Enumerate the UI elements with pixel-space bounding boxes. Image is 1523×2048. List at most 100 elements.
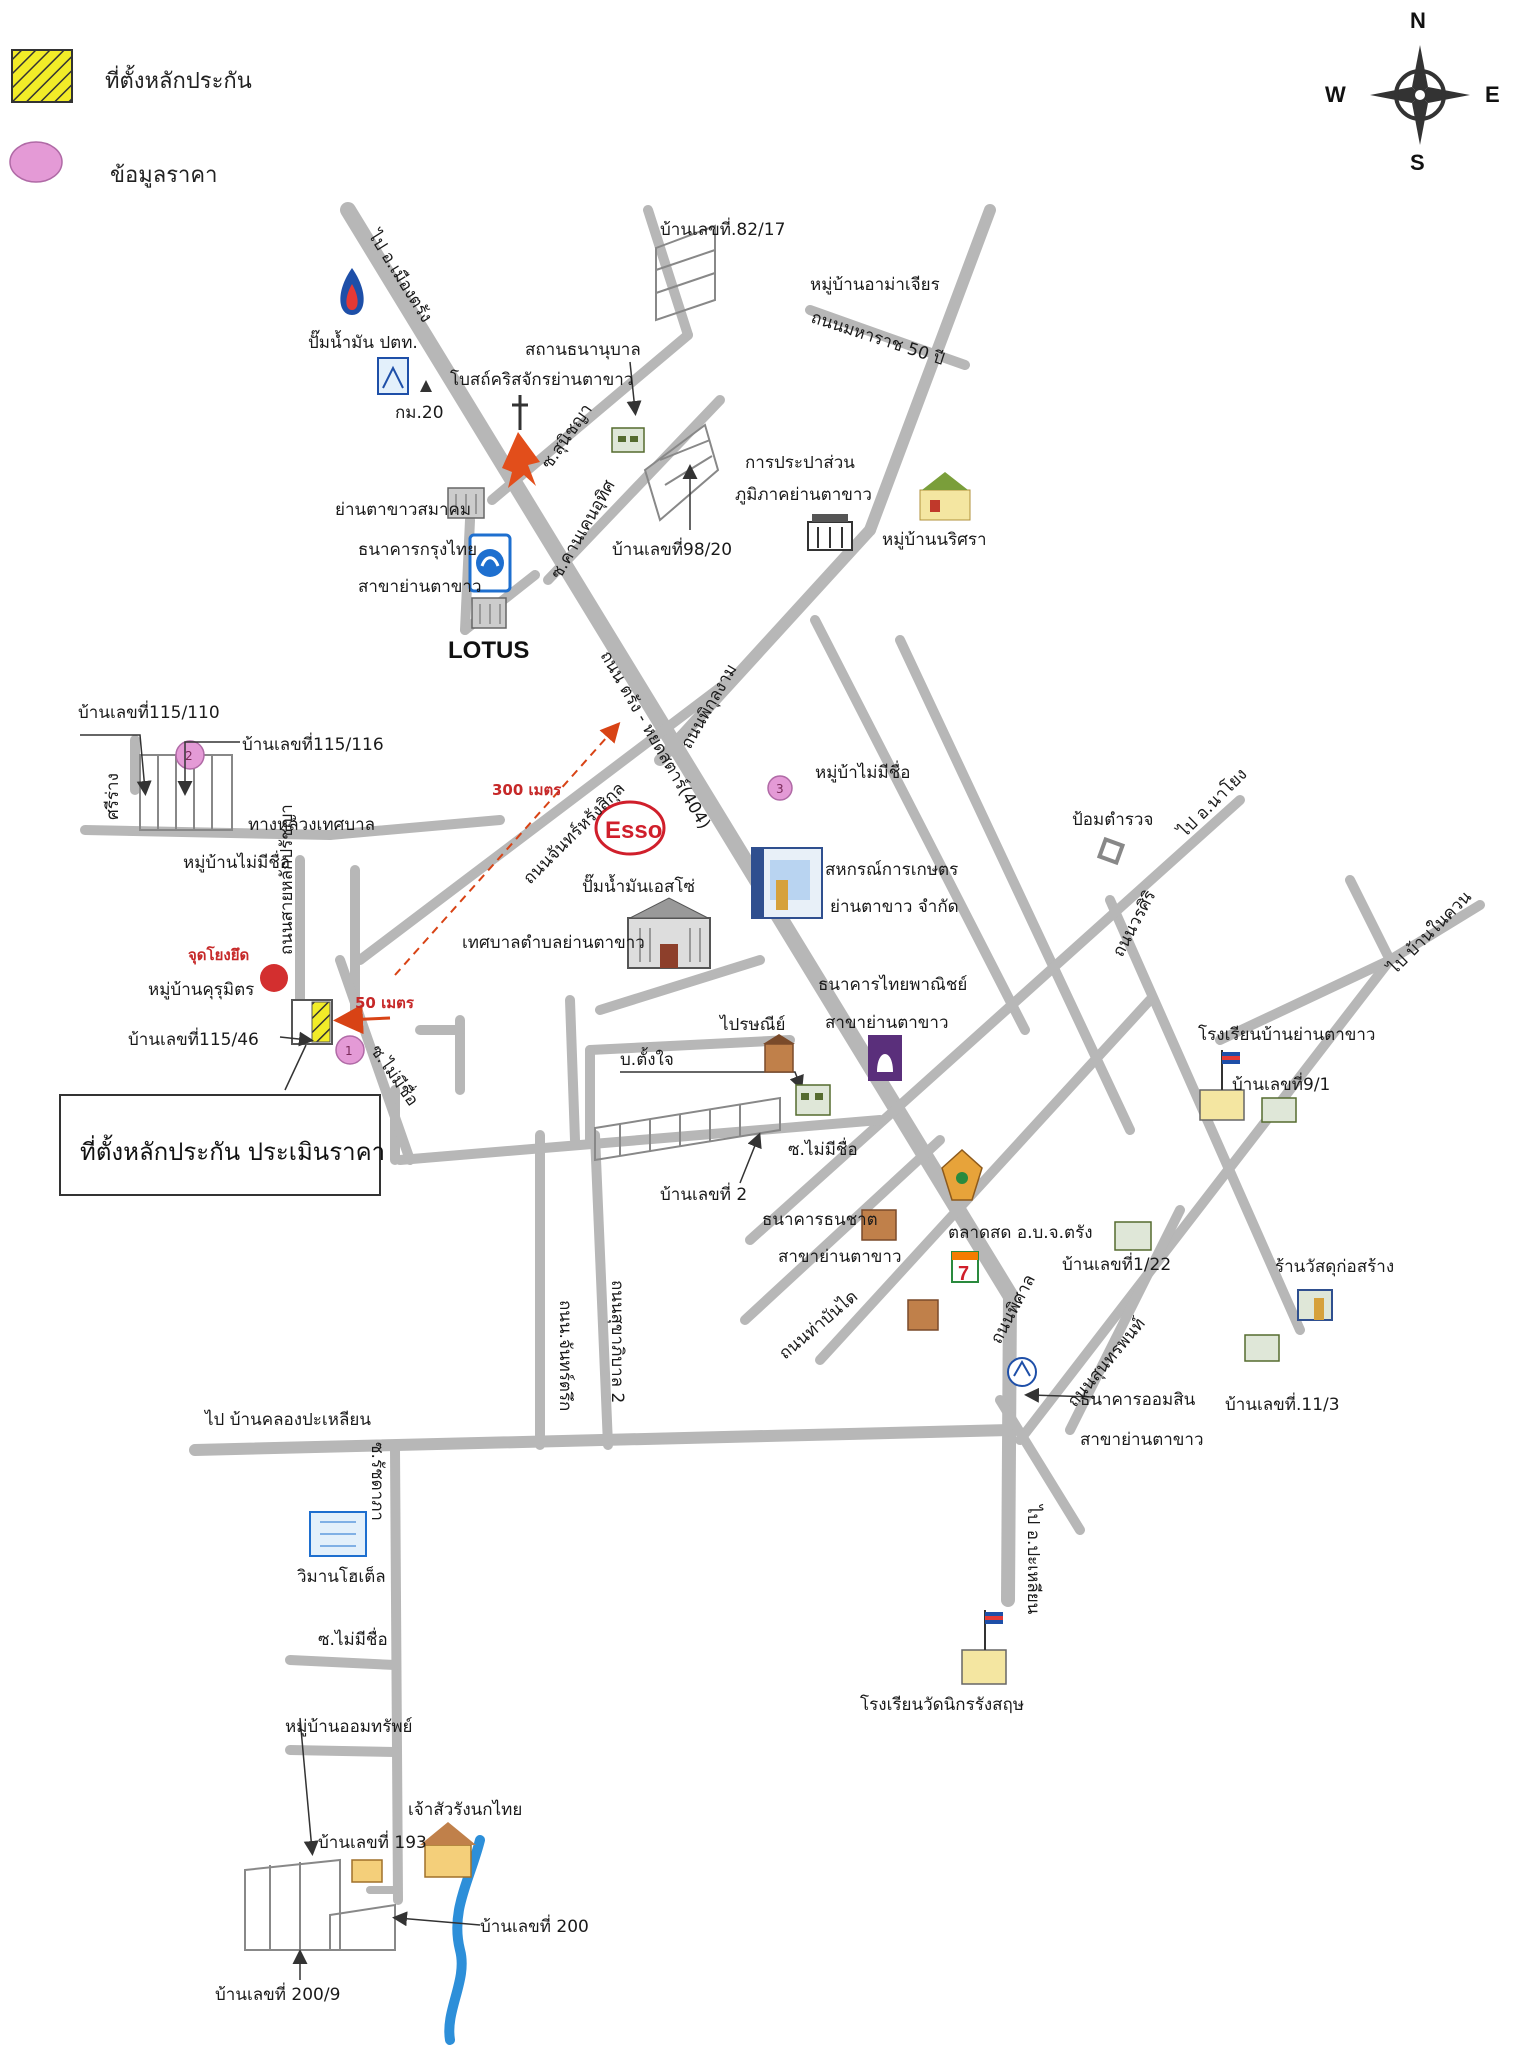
post-office-icon [763, 1034, 795, 1073]
label-house-115-46: บ้านเลขที่115/46 [128, 1027, 259, 1050]
label-soi-no-name-2: ซ.ไม่มีชื่อ [788, 1137, 858, 1160]
municipality-building-icon [627, 897, 711, 969]
svg-text:2: 2 [185, 749, 193, 763]
label-fresh-market: ตลาดสด อ.บ.จ.ตรัง [948, 1223, 1093, 1243]
label-to-khlong-pa: ไป บ้านคลองปะเหลียน [203, 1409, 371, 1430]
label-road-sukha: ถนนสุขาภิบาล 2 [607, 1280, 627, 1403]
legend-collateral-swatch [11, 49, 73, 103]
legend: ที่ตั้งหลักประกัน ข้อมูลราคา [9, 49, 252, 188]
label-esso-station: ปั๊มน้ำมันเอสโซ่ [582, 873, 695, 897]
label-gsb-2: สาขาย่านตาขาว [1080, 1430, 1204, 1450]
legend-collateral-label: ที่ตั้งหลักประกัน [105, 65, 252, 94]
label-bird-nest: เจ้าสัวรังนกไทย [408, 1799, 522, 1820]
bo-tangjai-icon [795, 1084, 831, 1116]
label-waterworks-2: ภูมิภาคย่านตาขาว [735, 485, 872, 505]
label-soi-kanen: ซ.คานเคนอุทิศ [547, 477, 620, 583]
pawnshop-icon [611, 427, 645, 453]
label-moo-kurumit: หมู่บ้านคุรุมิตร [148, 980, 254, 1000]
legend-price-swatch [9, 141, 63, 183]
label-krungthai-1: ธนาคารกรุงไทย [358, 539, 477, 560]
price-pin-2[interactable]: 2 [175, 740, 205, 770]
label-road-nan-sawan: ถนน.จันทร์ตรึก [555, 1300, 575, 1411]
label-to-palian: ไป อ.ปะเหลียน [1023, 1503, 1044, 1615]
seven-eleven-icon: 7 [951, 1251, 979, 1285]
label-post-office: ไปรษณีย์ [718, 1014, 785, 1035]
police-box-icon [1096, 836, 1126, 866]
label-house-115-110: บ้านเลขที่115/110 [78, 700, 220, 723]
label-waterworks-1: การประปาส่วน [745, 453, 855, 473]
label-house-200-9: บ้านเลขที่ 200/9 [215, 1982, 340, 2005]
label-si-rang: ศรีร่าง [103, 773, 123, 820]
label-house-82-17: บ้านเลขที่.82/17 [660, 217, 785, 240]
km-marker-icon [377, 357, 432, 395]
krungthai-logo-icon [468, 533, 512, 593]
lotus-building-icon [471, 597, 507, 629]
label-thanachart-1: ธนาคารธนชาต [762, 1210, 878, 1230]
label-scb-1: ธนาคารไทยพาณิชย์ [818, 974, 967, 995]
legend-price-label: ข้อมูลราคา [110, 163, 217, 188]
label-municipal-road: ทางหลวงเทศบาล [248, 815, 375, 835]
thanachart-icon [861, 1209, 897, 1241]
compass-w: W [1325, 82, 1346, 107]
label-soi-ratchada: ซ.รัชดาภา [367, 1442, 387, 1521]
bird-nest-house-icon [420, 1822, 476, 1878]
label-to-mueang-trang: ไป อ.เมืองตรัง [363, 225, 437, 326]
label-moo-ama-chiang: หมู่บ้านอาม่าเจียร [810, 275, 940, 295]
compass-rose-icon [1370, 45, 1470, 145]
road-network [80, 202, 1485, 1905]
cooperative-icon [751, 847, 823, 919]
label-house-115-116: บ้านเลขที่115/116 [242, 732, 384, 755]
price-pin-3[interactable]: 3 [767, 775, 793, 801]
label-coop-2: ย่านตาขาว จำกัด [830, 897, 959, 917]
label-building-store: ร้านวัสดุก่อสร้าง [1275, 1257, 1394, 1277]
wiman-hotel-icon [309, 1511, 367, 1557]
village-narisara-icon [919, 472, 971, 521]
label-km20: กม.20 [395, 403, 444, 423]
house-1-22-icon [1114, 1221, 1152, 1251]
housing-blocks [139, 224, 781, 1951]
label-house-9-1: บ้านเลขที่9/1 [1232, 1072, 1330, 1095]
label-house-200: บ้านเลขที่ 200 [480, 1914, 589, 1937]
svg-text:Esso: Esso [605, 817, 662, 844]
compass-n: N [1410, 8, 1426, 33]
label-ptt-station: ปั๊มน้ำมัน ปตท. [308, 329, 418, 353]
ptt-station-icon [340, 268, 364, 315]
esso-logo-icon: Esso [594, 800, 666, 856]
scb-logo-icon [868, 1035, 902, 1081]
construction-store-icon [1297, 1289, 1333, 1321]
label-moo-narisara: หมู่บ้านนริศรา [882, 530, 987, 550]
label-gsb-1: ธนาคารออมสิน [1080, 1390, 1196, 1410]
label-moo-om-sap: หมู่บ้านออมทรัพย์ [285, 1717, 413, 1737]
label-coop-1: สหกรณ์การเกษตร [825, 860, 958, 880]
label-lotus: LOTUS [448, 637, 529, 664]
label-house-98-20: บ้านเลขที่98/20 [612, 537, 732, 560]
label-health-station: สถานธนานุบาล [525, 340, 641, 360]
label-moo-no-name-2: หมู่บ้าไม่มีชื่อ [815, 760, 910, 783]
price-pin-1[interactable]: 1 [335, 1035, 365, 1065]
collateral-site[interactable] [291, 999, 333, 1045]
label-road-maharaj: ถนนมหาราช 50 ปี [808, 308, 946, 370]
label-school-yantakhao: โรงเรียนบ้านย่านตาขาว [1198, 1024, 1375, 1045]
collateral-callout-text: ที่ตั้งหลักประกัน ประเมินราคา [80, 1134, 385, 1166]
label-bo-tangjai: บ.ตั้งใจ [620, 1047, 674, 1070]
waterworks-icon [807, 514, 853, 551]
label-house-11-3: บ้านเลขที่.11/3 [1225, 1392, 1340, 1415]
market-icon [941, 1148, 983, 1201]
label-jud-yong: จุดโยงยึด [188, 945, 249, 965]
school-wat-icon [961, 1610, 1007, 1685]
anchor-point-marker [260, 964, 288, 992]
church-icon [502, 395, 540, 488]
label-scb-2: สาขาย่านตาขาว [825, 1013, 949, 1033]
compass-e: E [1485, 82, 1500, 107]
label-school-wat: โรงเรียนวัดนิกรรังสฤษ [860, 1694, 1024, 1715]
collateral-callout-box [59, 1094, 381, 1196]
compass-s: S [1410, 150, 1425, 175]
label-house-1-22: บ้านเลขที่1/22 [1062, 1252, 1171, 1275]
label-road-vertical: ถนนสายหลักปรัชญา [277, 804, 297, 955]
label-to-ban-nai-khuan: ไป บ้านในควน [1382, 886, 1476, 980]
label-house-193: บ้านเลขที่ 193 [318, 1830, 427, 1853]
label-municipality: เทศบาลตำบลย่านตาขาว [462, 933, 645, 953]
school-yantakhao-icon [1199, 1050, 1297, 1123]
label-police-box: ป้อมตำรวจ [1072, 810, 1153, 830]
